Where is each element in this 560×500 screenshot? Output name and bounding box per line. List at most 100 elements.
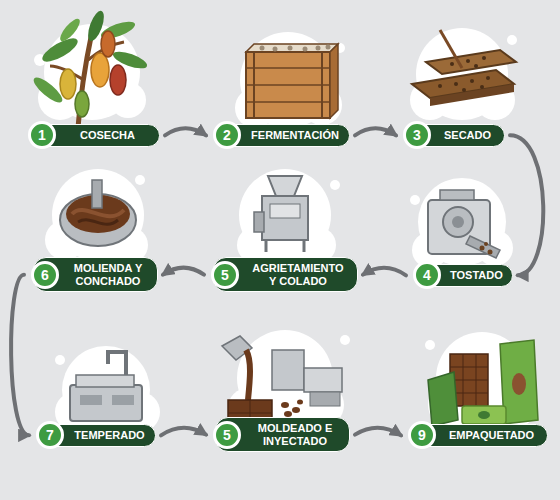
drying-trays-part-part [466, 59, 470, 63]
step-number: 1 [38, 128, 46, 142]
step-label: COSECHA [80, 129, 135, 142]
step-number-badge: 1 [28, 121, 56, 149]
roaster-machine-part-part [480, 246, 485, 251]
winnowing-machine-part [262, 196, 308, 240]
drying-trays-part [430, 84, 514, 106]
step-number-badge: 2 [213, 121, 241, 149]
flow-arrow [355, 428, 401, 436]
drying-trays-part [426, 50, 516, 74]
step-number: 4 [423, 268, 431, 282]
flow-arrow [165, 128, 206, 135]
tempering-machine [70, 352, 142, 421]
step-number: 3 [413, 128, 421, 142]
molding-station-part-part [297, 400, 303, 405]
paint-splash-part [410, 195, 420, 205]
roaster-machine-part [440, 190, 474, 200]
fermentation-crate-part [246, 67, 330, 69]
winnowing-machine [254, 176, 308, 252]
step-pill: AGRIETAMIENTO Y COLADO5 [213, 257, 358, 292]
flow-arrow [163, 268, 204, 275]
step-number: 5 [223, 428, 231, 442]
drying-trays-part [440, 30, 462, 68]
conching-bowl [60, 180, 136, 246]
cacao-tree-part [110, 65, 126, 95]
tempering-machine-part [70, 385, 142, 421]
fermentation-crate-part [246, 84, 330, 86]
paint-splash-part [425, 340, 435, 350]
step-label: SECADO [444, 129, 491, 142]
fermentation-crate-part [330, 44, 338, 118]
roaster-machine-part [428, 200, 490, 254]
step-number: 9 [418, 428, 426, 442]
cacao-tree-part [60, 69, 76, 99]
chocolate-packages-part-part [450, 367, 488, 368]
conching-bowl-part [92, 180, 102, 208]
tempering-machine-part [108, 352, 126, 375]
molding-station-part [304, 368, 342, 392]
step-number: 2 [223, 128, 231, 142]
molding-station-part-part [292, 407, 300, 413]
paint-splash-part [340, 335, 350, 345]
paint-splash-part [330, 180, 340, 190]
winnowing-machine-part [270, 204, 300, 218]
drying-trays-part-part [438, 84, 442, 88]
drying-trays-part-part [480, 85, 484, 89]
molding-station-part [310, 392, 340, 406]
fermentation-crate-part-part [288, 46, 293, 51]
flow-arrow [363, 268, 406, 276]
step-label: TEMPERADO [74, 429, 144, 442]
fermentation-crate-part-part [273, 47, 278, 52]
step-number-badge: 9 [408, 421, 436, 449]
fermentation-crate-part-part [260, 46, 265, 51]
step-pill: EMPAQUETADO 9 [410, 424, 548, 447]
fermentation-crate-part-part [316, 46, 321, 51]
chocolate-packages-part [512, 373, 526, 395]
roaster-machine [428, 190, 500, 258]
step-number: 5 [221, 268, 229, 282]
paint-splash-part [55, 355, 65, 365]
step-label: FERMENTACIÓN [251, 129, 339, 142]
fermentation-crate-part [253, 52, 255, 118]
roaster-machine-part-part [488, 250, 493, 255]
winnowing-machine-part [254, 212, 264, 232]
step-number: 6 [41, 268, 49, 282]
chocolate-packages [428, 340, 538, 426]
cacao-tree-part [75, 91, 89, 117]
winnowing-machine-part [303, 240, 306, 252]
drying-trays-part-part [462, 88, 466, 92]
drying-trays-part-part [450, 62, 454, 66]
roaster-machine-part [452, 216, 464, 228]
drying-trays-part-part [486, 76, 490, 80]
paint-splash-part [507, 35, 517, 45]
step-label: TOSTADO [450, 269, 503, 282]
step-number-badge: 5 [213, 421, 241, 449]
chocolate-packages-part-part [450, 380, 488, 381]
roaster-machine-part [480, 242, 493, 255]
fermentation-crate [246, 44, 338, 118]
winnowing-machine-part [265, 240, 268, 252]
drying-trays-part-part [482, 56, 486, 60]
step-pill: MOLDEADO E INYECTADO 5 [215, 417, 350, 452]
step-label: EMPAQUETADO [449, 429, 534, 442]
cacao-tree [30, 9, 149, 128]
fermentation-crate-part [321, 52, 323, 118]
step-number: 7 [46, 428, 54, 442]
drying-trays-part-part [474, 64, 478, 68]
fermentation-crate-part [246, 52, 330, 118]
step-pill: MOLIENDA Y CONCHADO 6 [33, 257, 158, 292]
step-label: MOLDEADO E INYECTADO [250, 422, 340, 447]
roaster-machine-part [443, 207, 473, 237]
conching-bowl-part [72, 210, 124, 216]
molding-station-part [246, 350, 250, 400]
tempering-machine-part [80, 395, 102, 405]
cacao-tree-part [57, 16, 83, 44]
drying-trays-part-part [470, 79, 474, 83]
fermentation-crate-part [246, 101, 330, 103]
molding-station-part-part [281, 402, 289, 408]
step-label: MOLIENDA Y CONCHADO [68, 262, 148, 287]
fermentation-crate-part [246, 44, 338, 52]
step-number-badge: 5 [211, 261, 239, 289]
step-number-badge: 7 [36, 421, 64, 449]
paint-splash-part [135, 175, 145, 185]
